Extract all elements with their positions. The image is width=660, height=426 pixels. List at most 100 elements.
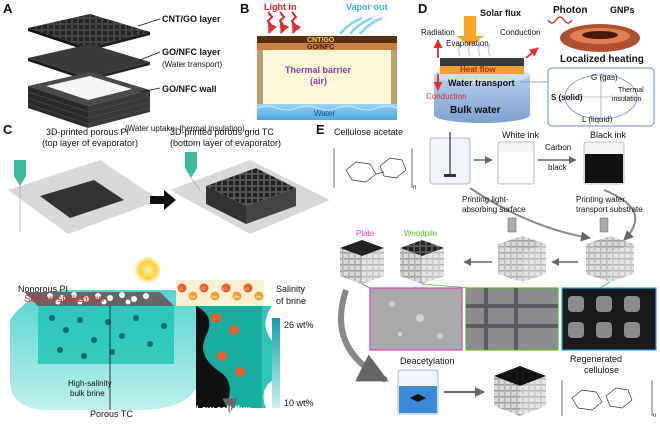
ion-strip (176, 280, 264, 306)
label-porous-tc: Porous TC (90, 409, 133, 419)
ion-icon (177, 283, 187, 293)
ion-icon (211, 313, 221, 323)
photon-wave (547, 16, 573, 24)
label-localized-heating: Localized heating (560, 54, 644, 65)
ion-label: Cl (245, 286, 249, 291)
label-water-transport: (Water transport) (162, 60, 222, 69)
label-tc-title1: 3D-printed porous grid TC (170, 127, 274, 137)
water-band (257, 104, 397, 120)
label-wall-note: (Water uptake; thermal insulation) (125, 124, 245, 133)
label-woodpile: Woodpile (404, 229, 438, 238)
label-conduction-top: Conduction (500, 28, 540, 37)
ion-label: Na (234, 294, 240, 299)
nozzle-surface (507, 217, 517, 233)
ion-icon (217, 351, 227, 361)
label-thermal: Thermal (618, 87, 644, 94)
ion-icon (210, 291, 220, 301)
label-water: Water (314, 109, 335, 118)
label-printing-water2: transport substrate (576, 205, 643, 214)
label-plate: Plate (356, 229, 375, 238)
cnt-go-band (257, 36, 397, 43)
label-subscript-n: n (413, 185, 416, 191)
label-s-solid: S (solid) (551, 93, 583, 102)
ion-label: Cl (201, 286, 205, 291)
label-photon: Photon (553, 5, 587, 16)
panel-e: E Cellulose acetate n White ink Carbon b… (316, 122, 657, 419)
ion-label: Na (190, 294, 196, 299)
label-cellulose-acetate: Cellulose acetate (334, 127, 403, 137)
sem-plate-image (369, 287, 463, 351)
woodpile-cube (400, 240, 444, 284)
ion-icon (254, 291, 264, 301)
panel-a: A CNT/GO layer (3, 1, 245, 133)
ion-icon (188, 291, 198, 301)
label-thermal-barrier: Thermal barrier (285, 65, 352, 75)
go-nfc-wall (27, 72, 151, 128)
deacetylation-arrow (338, 289, 389, 383)
salt-crystals (47, 292, 149, 305)
label-subscript-n-2: n (653, 413, 656, 419)
nozzle-right (185, 152, 197, 168)
label-cnt-go-layer: CNT/GO layer (162, 14, 221, 24)
light-in-arrows (266, 11, 302, 34)
label-regenerated2: cellulose (584, 365, 619, 375)
label-printing-light2: absorbing surface (462, 205, 526, 214)
label-go-nfc-wall: GO/NFC wall (162, 84, 217, 94)
label-carbon-black1: Carbon (545, 143, 571, 152)
ion-label: Cl (179, 286, 183, 291)
woodpile-texture (466, 288, 558, 350)
leader-line (139, 87, 161, 93)
evaporation-arrows (457, 43, 491, 57)
panel-letter-a: A (3, 1, 13, 16)
label-black-ink: Black ink (590, 130, 627, 140)
label-cnt-go: CNT/GO (307, 37, 335, 44)
plate-cube (340, 240, 384, 284)
label-insulation: insulation (612, 96, 642, 103)
label-deacetylation: Deacetylation (400, 356, 455, 366)
ion-icon (243, 283, 253, 293)
panel-letter-e: E (316, 122, 325, 137)
label-go-nfc: GO/NFC (307, 44, 334, 51)
ion-icon (229, 325, 239, 335)
flow-arrow (603, 189, 637, 241)
lattice-cube-center (498, 236, 546, 282)
porous-tc-block (38, 306, 174, 364)
label-white-ink: White ink (502, 130, 540, 140)
label-vapor-out: Vapor out (346, 2, 388, 12)
leader-line (137, 18, 161, 27)
heat-flow-layer (440, 66, 524, 74)
label-water-transport: Water transport (448, 78, 515, 88)
lattice-cube-right (586, 236, 634, 282)
panel-b: B Light in Vapor out CNT/GO GO/NFC Therm… (240, 1, 398, 120)
label-radiation: Radiation (421, 28, 455, 37)
label-salt-crystallization: Salt crystallization (24, 294, 104, 305)
vapor-out-arrows (339, 16, 383, 35)
heat-arrows (433, 39, 539, 91)
label-pi-title1: 3D-printed porous PI (46, 127, 129, 137)
label-high-salinity2: bulk brine (70, 389, 105, 398)
bulk-water-container (434, 75, 530, 123)
label-bulk-water: Bulk water (450, 105, 501, 116)
label-heat-flow: Heat flow (460, 65, 496, 74)
tc-grid-top (206, 168, 296, 206)
left-wall (257, 50, 263, 105)
label-low-salt-flux: Low salt flux (196, 404, 251, 414)
label-solar-flux: Solar flux (480, 8, 521, 18)
pores (49, 315, 167, 359)
salinity-scale-bar (272, 318, 280, 408)
label-salinity-title1: Salinity (276, 284, 306, 294)
ion-icon (199, 283, 209, 293)
absorber-layer (440, 58, 524, 66)
label-printing-light1: Printing light- (462, 195, 509, 204)
label-carbon-black2: black (548, 163, 568, 172)
go-nfc-band (257, 43, 397, 50)
label-regenerated1: Regenerated (570, 354, 622, 364)
panel-letter-b: B (240, 1, 249, 16)
label-printing-water1: Printing water (576, 195, 625, 204)
label-high-salinity1: High-salinity (68, 379, 112, 388)
leader-line (139, 51, 161, 61)
cnt-go-layer (28, 14, 150, 51)
sun-icon (134, 256, 162, 284)
substrate-texture (568, 296, 640, 338)
